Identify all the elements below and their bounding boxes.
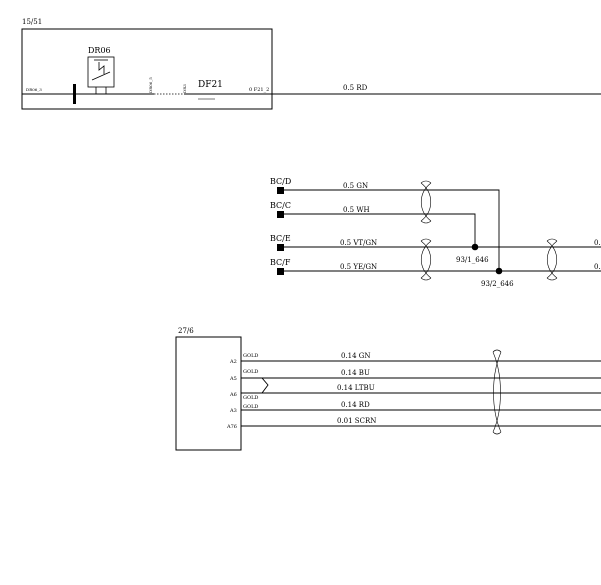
wire-label-014-rd: 0.14 RD	[341, 401, 370, 409]
wire-label-014-ltbu: 0.14 LTBU	[337, 384, 375, 392]
pin-label-dr06-3: DR06_3	[26, 87, 42, 92]
module-27-6: 27/6 A2 A5 A6 A3 A76 GOLD GOLD GOLD GOLD…	[175, 327, 601, 451]
pin-a6: A6	[229, 392, 237, 398]
wire-label-gn: 0.5 GN	[343, 182, 368, 190]
pin-a5: A5	[229, 376, 237, 382]
wire-label-vt-gn: 0.5 VT/GN	[340, 239, 377, 247]
pin-a76: A76	[226, 424, 237, 430]
twist-symbol-2	[420, 238, 432, 281]
fuse-name: DF21	[198, 80, 223, 90]
wire-label-wh: 0.5 WH	[343, 206, 370, 214]
pin-label-dr3: DR3	[182, 84, 187, 93]
block-frame	[21, 28, 273, 110]
connector-label-bc-f: BC/F	[270, 258, 291, 267]
connector-bc-d	[277, 187, 284, 194]
wire-gn	[284, 189, 500, 271]
terminal-bar	[73, 84, 76, 104]
connector-label-bc-d: BC/D	[270, 177, 291, 186]
wire-label-001-scrn: 0.01 SCRN	[337, 417, 376, 425]
term-a2: GOLD	[243, 353, 258, 359]
module-frame	[175, 336, 242, 451]
wire-wh	[284, 213, 476, 247]
wire-label-rd: 0.5 RD	[343, 84, 368, 92]
term-a5: GOLD	[243, 369, 258, 375]
connector-label-bc-e: BC/E	[270, 234, 291, 243]
pin-label-f21-2: 0 F21_2	[249, 87, 269, 93]
splice-dot-1	[471, 243, 479, 251]
connector-bc-f	[277, 268, 284, 275]
wire-crossover-left	[241, 377, 269, 394]
relay-name: DR06	[88, 46, 111, 55]
bc-connector-group: BC/D BC/C BC/E BC/F 0.5 GN 0.5 WH 0.5 VT…	[270, 177, 601, 288]
twist-symbol-1	[420, 180, 432, 224]
connector-label-bc-c: BC/C	[270, 201, 291, 210]
term-a3: GOLD	[243, 404, 258, 410]
relay-fuse-block: 15/51 DR06_3 DR06 DR06_5 DR3 DF21 0 F21_…	[21, 18, 601, 110]
pin-a3: A3	[229, 408, 237, 414]
connector-bc-e	[277, 244, 284, 251]
splice-label-2: 93/2_646	[481, 280, 514, 288]
term-a6: GOLD	[243, 395, 258, 401]
wire-label-014-bu: 0.14 BU	[341, 369, 370, 377]
relay-symbol	[87, 56, 115, 94]
block-ref-27-6: 27/6	[178, 327, 194, 335]
pin-label-dr06-5: DR06_5	[148, 77, 153, 93]
wire-label-014-gn: 0.14 GN	[341, 352, 371, 360]
wire-tail-1: 0.	[594, 239, 601, 247]
splice-dot-2	[495, 267, 503, 275]
wire-label-ye-gn: 0.5 YE/GN	[340, 263, 377, 271]
pin-a2: A2	[229, 359, 237, 365]
splice-label-1: 93/1_646	[456, 256, 489, 264]
twist-symbol-3	[546, 238, 558, 281]
connector-bc-c	[277, 211, 284, 218]
wire-tail-2: 0.	[594, 263, 601, 271]
block-ref-15-51: 15/51	[22, 18, 42, 26]
shield-twist-symbol	[492, 349, 502, 435]
